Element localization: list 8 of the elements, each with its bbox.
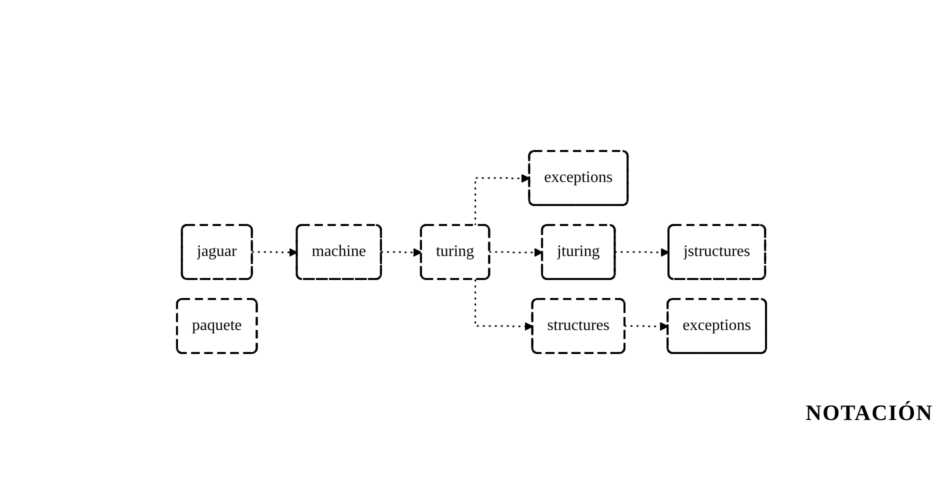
arrow xyxy=(474,174,530,226)
arrow xyxy=(624,322,668,331)
arrow xyxy=(488,248,543,257)
arrow xyxy=(252,248,298,257)
notation-heading: NOTACIÓN xyxy=(806,400,933,426)
arrow xyxy=(614,248,670,257)
arrow xyxy=(380,248,422,257)
arrow xyxy=(474,280,534,331)
